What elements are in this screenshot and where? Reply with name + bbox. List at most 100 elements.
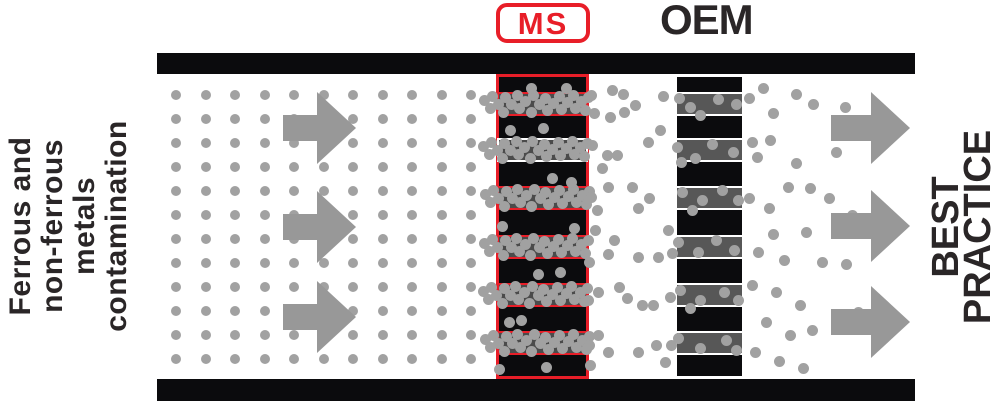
captured-particle [485, 281, 497, 293]
stray-particle [540, 361, 552, 373]
captured-particle [732, 194, 744, 206]
captured-particle [582, 234, 594, 246]
grid-dot [230, 162, 240, 172]
escaped-particle [602, 346, 614, 358]
captured-particle [541, 247, 553, 259]
captured-particle [579, 104, 591, 116]
stray-particle [525, 82, 537, 94]
captured-particle [498, 345, 510, 357]
captured-particle [514, 196, 526, 208]
grid-dot [200, 354, 211, 364]
grid-dot [230, 210, 240, 220]
captured-particle [540, 150, 552, 162]
captured-particle [567, 183, 579, 195]
grid-dot [200, 114, 211, 124]
flow-arrow-head-icon [871, 286, 910, 358]
escaped-particle [586, 139, 598, 151]
captured-particle [540, 295, 552, 307]
escaped-particle [584, 359, 596, 371]
captured-particle [485, 136, 497, 148]
captured-particle [505, 241, 517, 253]
grid-dot [436, 354, 447, 364]
escaped-particle [770, 286, 782, 298]
grid-dot [259, 210, 270, 220]
grid-dot [377, 90, 388, 100]
captured-particle [553, 184, 565, 196]
captured-particle [477, 140, 489, 152]
grid-dot [230, 234, 240, 244]
captured-particle [534, 337, 546, 349]
grid-dot [407, 210, 417, 220]
grid-dot [230, 330, 240, 340]
captured-particle [523, 297, 535, 309]
flow-arrow-icon [283, 304, 317, 330]
captured-particle [511, 183, 523, 195]
grid-dot [377, 354, 388, 364]
grid-dot [171, 258, 181, 268]
grid-dot [466, 306, 476, 316]
grid-dot [289, 162, 299, 172]
escaped-particle [804, 182, 816, 194]
channel-bottom-wall [157, 379, 915, 401]
escaped-particle [626, 181, 638, 193]
grid-dot [466, 258, 476, 268]
captured-particle [562, 190, 574, 202]
grid-dot [466, 186, 476, 196]
captured-particle [672, 236, 684, 248]
escaped-particle [790, 157, 802, 169]
captured-particle [492, 192, 504, 204]
grid-dot [466, 90, 476, 100]
grid-dot [259, 234, 270, 244]
captured-particle [569, 245, 581, 257]
captured-particle [478, 237, 490, 249]
stray-particle [554, 266, 566, 278]
captured-particle [513, 102, 525, 114]
captured-particle [539, 331, 551, 343]
grid-dot [436, 258, 447, 268]
grid-dot [407, 282, 417, 292]
grid-dot [436, 306, 447, 316]
captured-particle [500, 330, 512, 342]
captured-particle [496, 152, 508, 164]
grid-dot [171, 210, 181, 220]
captured-particle [532, 289, 544, 301]
stray-particle [568, 222, 580, 234]
captured-particle [541, 104, 553, 116]
flow-arrow-icon [283, 115, 317, 141]
escaped-particle [743, 192, 755, 204]
captured-particle [491, 241, 503, 253]
stray-particle [560, 82, 572, 94]
escaped-particle [629, 99, 641, 111]
captured-particle [561, 239, 573, 251]
escaped-particle [588, 107, 600, 119]
grid-dot [230, 186, 240, 196]
escaped-particle [662, 224, 674, 236]
captured-particle [509, 280, 521, 292]
grid-dot [466, 282, 476, 292]
stray-particle [565, 176, 577, 188]
stray-particle [504, 124, 516, 136]
captured-particle [497, 249, 509, 261]
grid-dot [407, 234, 417, 244]
captured-particle [694, 109, 706, 121]
escaped-particle [807, 98, 819, 110]
captured-particle [484, 196, 496, 208]
escaped-particle [743, 92, 755, 104]
grid-dot [171, 186, 181, 196]
captured-particle [730, 344, 742, 356]
escaped-particle [752, 246, 764, 258]
grid-dot [377, 330, 388, 340]
grid-dot [377, 186, 388, 196]
escaped-particle [632, 202, 644, 214]
grid-dot [377, 282, 388, 292]
captured-particle [694, 342, 706, 354]
captured-particle [486, 233, 498, 245]
grid-dot [436, 282, 447, 292]
escaped-particle [621, 292, 633, 304]
captured-particle [542, 343, 554, 355]
escaped-particle [601, 149, 613, 161]
grid-dot [171, 90, 181, 100]
escaped-particle [591, 204, 603, 216]
